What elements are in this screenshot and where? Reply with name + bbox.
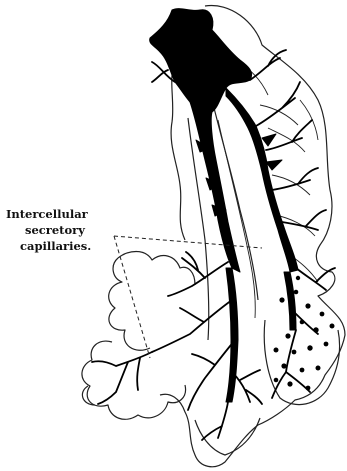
granule: [296, 276, 300, 280]
duct-right-notch-1: [262, 134, 276, 146]
granule: [274, 378, 279, 383]
annotation-line-1: Intercellular: [6, 207, 89, 221]
duct-top-mass: [150, 9, 252, 113]
branch-left-lower-2: [92, 352, 152, 404]
duct-right-lower: [284, 272, 296, 330]
branch-bottom-stem: [202, 402, 228, 440]
left-lobe-outline-1: [118, 252, 195, 286]
branch-top-right-1: [250, 50, 286, 80]
annotation-line-2: secretory: [25, 223, 85, 237]
branch-right-mid-3: [282, 210, 326, 230]
granule: [300, 368, 305, 373]
granule: [294, 290, 299, 295]
inner-cell-wall-5: [260, 105, 298, 125]
duct-stalk-lower: [226, 268, 238, 402]
granule: [306, 386, 311, 391]
annotation-label: Intercellular secretory capillaries.: [6, 207, 91, 253]
branch-left-lower-1: [152, 300, 232, 352]
granule: [292, 350, 297, 355]
branch-left-upper: [168, 252, 228, 296]
lower-left-lobe-outline: [82, 341, 186, 419]
left-lobe-outline-2: [109, 258, 150, 350]
inner-cell-wall-6: [300, 100, 318, 140]
granule: [285, 333, 290, 338]
leader-line-right: [114, 236, 262, 248]
granule: [320, 312, 325, 317]
granule: [330, 324, 335, 329]
granule: [305, 303, 310, 308]
granule: [287, 381, 292, 386]
granule: [274, 348, 279, 353]
branch-top-right-2: [256, 82, 300, 126]
granule: [300, 320, 305, 325]
branch-bottom-2: [232, 370, 262, 404]
branch-right-mid-2: [272, 168, 318, 190]
duct-right-notch-2: [266, 160, 282, 170]
granule: [324, 342, 329, 347]
granule: [316, 366, 321, 371]
granule: [279, 297, 284, 302]
granule: [313, 327, 318, 332]
annotation-line-3: capillaries.: [20, 239, 91, 253]
granule: [307, 345, 312, 350]
leader-line-down: [114, 236, 150, 358]
granule: [281, 363, 286, 368]
